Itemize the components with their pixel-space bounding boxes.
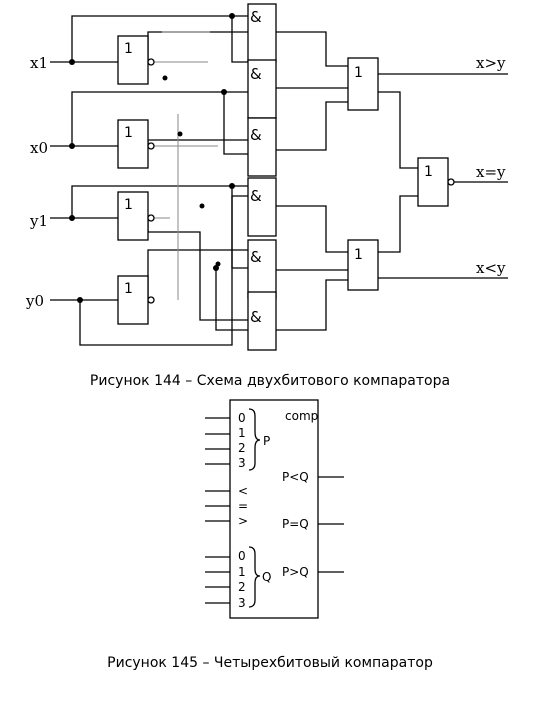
p-bit-2: 2 xyxy=(238,441,246,455)
junction-dots xyxy=(69,13,235,303)
p-input-pins xyxy=(205,417,230,465)
x0-wires xyxy=(50,91,248,147)
and-gate-1: & xyxy=(247,3,277,63)
output-pins xyxy=(318,476,344,573)
x1-wires xyxy=(50,15,248,63)
q-bit-3: 3 xyxy=(238,596,246,610)
q-brace xyxy=(248,546,261,608)
q-bit-0: 0 xyxy=(238,549,246,563)
and-gate-5: & xyxy=(247,239,277,299)
svg-text:&: & xyxy=(250,126,262,144)
svg-text:1: 1 xyxy=(424,164,433,180)
and-gate-6: & xyxy=(247,291,277,351)
two-bit-comparator-diagram: x1 x0 y1 y0 xyxy=(25,3,508,351)
input-label-x1: x1 xyxy=(30,54,48,72)
comparator-block-body xyxy=(229,399,319,619)
four-bit-comparator-block: comp 0 1 2 3 P < = > 0 1 2 3 Q P<Q P=Q P… xyxy=(205,399,344,619)
output-p-less-q: P<Q xyxy=(282,470,309,484)
p-label: P xyxy=(263,434,270,448)
p-bit-0: 0 xyxy=(238,411,246,425)
figure-145-caption: Рисунок 145 – Четырехбитовый компаратор xyxy=(107,655,433,671)
input-label-x0: x0 xyxy=(30,139,48,157)
compare-in-greater: > xyxy=(238,514,248,528)
and-gate-4: & xyxy=(247,177,277,237)
figure-144-caption: Рисунок 144 – Схема двухбитового компара… xyxy=(90,373,450,389)
svg-text:&: & xyxy=(250,65,262,83)
and-gate-2: & xyxy=(247,59,277,119)
svg-text:&: & xyxy=(250,248,262,266)
output-label-greater: x>y xyxy=(476,54,506,72)
svg-text:1: 1 xyxy=(124,125,133,141)
and-interconnect-wires xyxy=(215,16,248,331)
svg-text:&: & xyxy=(250,308,262,326)
q-label: Q xyxy=(262,570,271,584)
svg-text:1: 1 xyxy=(354,65,363,81)
block-title: comp xyxy=(285,409,318,423)
not-gate-y0: 1 xyxy=(117,275,155,325)
p-brace xyxy=(248,408,261,471)
and-gate-3: & xyxy=(247,117,277,177)
compare-in-less: < xyxy=(238,484,248,498)
q-input-pins xyxy=(205,556,230,604)
not-gate-x0: 1 xyxy=(117,119,155,169)
output-wires xyxy=(378,73,508,279)
compare-input-pins xyxy=(205,490,230,522)
output-label-equal: x=y xyxy=(476,163,506,181)
crossing-lines xyxy=(150,31,218,300)
and-to-or-upper-wires xyxy=(276,31,348,151)
or-gate-lower: 1 xyxy=(347,239,379,291)
input-label-y0: y0 xyxy=(25,292,44,310)
output-label-less: x<y xyxy=(476,259,506,277)
svg-text:1: 1 xyxy=(124,281,133,297)
or-gate-upper: 1 xyxy=(347,57,379,111)
not-gate-x1: 1 xyxy=(117,35,155,85)
svg-text:1: 1 xyxy=(124,41,133,57)
svg-text:&: & xyxy=(250,187,262,205)
svg-text:1: 1 xyxy=(354,247,363,263)
q-bit-2: 2 xyxy=(238,580,246,594)
input-label-y1: y1 xyxy=(29,212,48,230)
svg-text:1: 1 xyxy=(124,197,133,213)
compare-in-equal: = xyxy=(238,499,248,513)
output-p-equal-q: P=Q xyxy=(282,517,309,531)
output-p-greater-q: P>Q xyxy=(282,565,309,579)
q-bit-1: 1 xyxy=(238,565,246,579)
p-bit-3: 3 xyxy=(238,456,246,470)
svg-text:&: & xyxy=(250,8,262,26)
p-bit-1: 1 xyxy=(238,426,246,440)
not-gate-y1: 1 xyxy=(117,191,155,241)
nor-gate: 1 xyxy=(417,157,455,207)
and-to-or-lower-wires xyxy=(276,205,348,331)
